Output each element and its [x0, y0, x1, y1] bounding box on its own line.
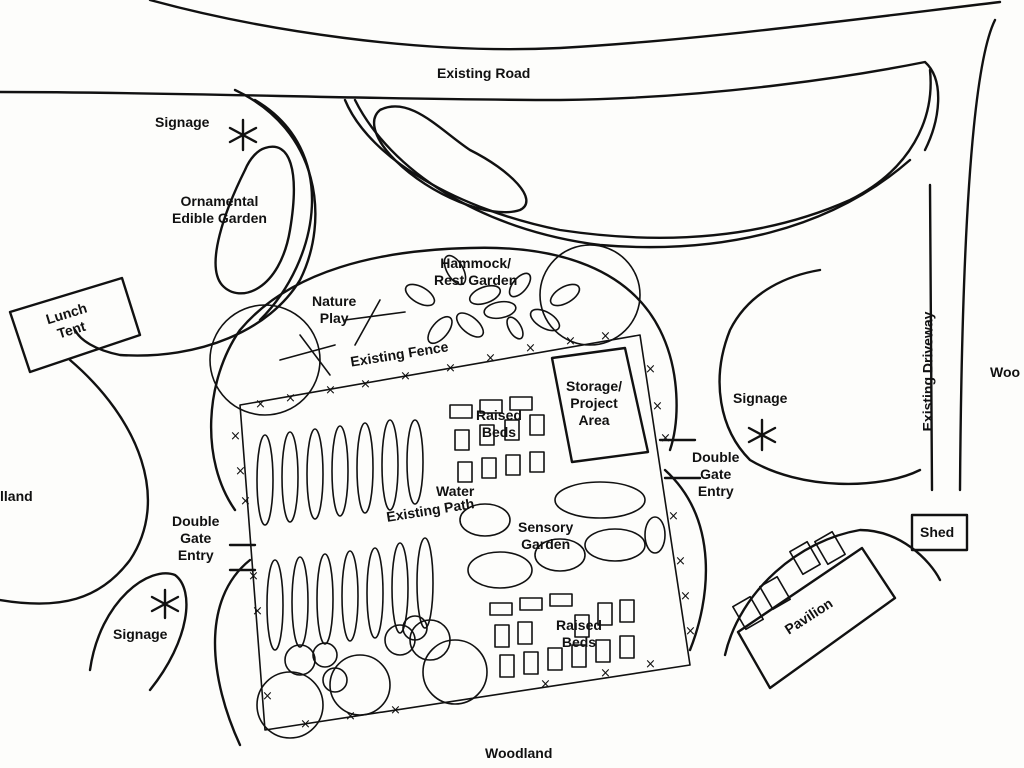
fence-line: [239, 334, 691, 731]
label-raised-beds-bottom: Raised Beds: [556, 617, 602, 650]
driveway-east: [958, 18, 997, 492]
svg-text:×: ×: [645, 657, 656, 672]
svg-text:×: ×: [675, 554, 686, 569]
label-storage-area: Storage/ Project Area: [566, 378, 623, 428]
svg-text:×: ×: [485, 351, 496, 366]
svg-text:×: ×: [300, 717, 311, 732]
label-shed: Shed: [920, 524, 955, 540]
label-woodland-w: lland: [0, 488, 33, 504]
pavilion-canopy: [723, 528, 942, 657]
label-nature-play: Nature Play: [312, 293, 357, 326]
svg-text:×: ×: [390, 703, 401, 718]
svg-text:×: ×: [230, 429, 241, 444]
road-inner: [353, 98, 912, 249]
driveway-west: [928, 183, 934, 492]
sensory-beds: [459, 481, 666, 589]
hammock-circle: [539, 244, 641, 346]
label-ornamental-garden: Ornamental Edible Garden: [172, 193, 267, 226]
svg-text:×: ×: [660, 431, 671, 446]
east-signage-bed: [718, 268, 922, 486]
shed-shape: [910, 513, 969, 552]
road-edge-south: [0, 60, 940, 152]
svg-text:×: ×: [600, 666, 611, 681]
label-woodland-s: Woodland: [485, 745, 553, 761]
svg-text:×: ×: [345, 709, 356, 724]
svg-text:×: ×: [680, 589, 691, 604]
road-island: [372, 105, 528, 214]
row-beds: [256, 419, 434, 651]
garden-enclosure: [209, 246, 678, 512]
signage-marker-e: [747, 418, 777, 452]
pavilion-shape: [736, 546, 897, 690]
label-existing-road: Existing Road: [437, 65, 531, 81]
label-hammock-garden: Hammock/ Rest Garden: [434, 255, 518, 288]
road-edge-north: [148, 0, 1002, 51]
pavilion-tables: [732, 530, 846, 631]
sw-signage-bed: [88, 572, 188, 692]
woodland-edge-w: [0, 358, 150, 605]
signage-marker-nw: [228, 118, 258, 152]
svg-text:×: ×: [235, 464, 246, 479]
svg-text:×: ×: [360, 377, 371, 392]
svg-text:×: ×: [285, 391, 296, 406]
svg-text:×: ×: [255, 397, 266, 412]
svg-text:×: ×: [565, 334, 576, 349]
fence-posts: × × × × × × × × × × × × × × × × × × × × × × × × × × ×…: [230, 329, 696, 732]
svg-text:×: ×: [645, 362, 656, 377]
hammock-plantings: [404, 254, 581, 345]
west-gate: [228, 543, 257, 572]
label-woodland-e: Woo: [990, 364, 1021, 380]
svg-text:×: ×: [540, 677, 551, 692]
label-sensory-garden: Sensory Garden: [518, 519, 574, 552]
nature-play-logs: [279, 299, 406, 376]
label-raised-beds-top: Raised Beds: [476, 407, 522, 440]
svg-text:×: ×: [685, 624, 696, 639]
raised-beds-top-grid: [449, 396, 545, 483]
ornamental-garden-bed: [214, 145, 296, 295]
svg-text:×: ×: [325, 383, 336, 398]
garden-enclosure-east: [663, 468, 708, 652]
storage-area-shape: [550, 346, 650, 464]
svg-text:×: ×: [240, 494, 251, 509]
svg-text:×: ×: [252, 604, 263, 619]
label-existing-driveway: Existing Driveway: [919, 311, 936, 432]
road-loop: [343, 68, 932, 239]
label-signage-sw: Signage: [113, 626, 168, 642]
svg-text:×: ×: [248, 569, 259, 584]
label-double-gate-west: Double Gate Entry: [172, 513, 220, 563]
svg-text:×: ×: [525, 341, 536, 356]
svg-text:×: ×: [400, 369, 411, 384]
svg-text:×: ×: [668, 509, 679, 524]
east-gate: [658, 438, 702, 480]
garden-enclosure-west: [213, 558, 252, 747]
svg-text:×: ×: [445, 361, 456, 376]
svg-text:×: ×: [262, 689, 273, 704]
label-signage-nw: Signage: [155, 114, 210, 130]
nature-play-circle: [209, 304, 321, 416]
signage-marker-sw: [150, 588, 180, 620]
svg-text:×: ×: [600, 329, 611, 344]
lunch-tent-shape: [8, 276, 142, 374]
raised-beds-bottom-grid: [489, 593, 635, 678]
label-water: Water: [436, 483, 475, 499]
svg-text:×: ×: [652, 399, 663, 414]
label-signage-e: Signage: [733, 390, 788, 406]
orchard-trees: [256, 615, 488, 739]
label-double-gate-east: Double Gate Entry: [692, 449, 740, 499]
